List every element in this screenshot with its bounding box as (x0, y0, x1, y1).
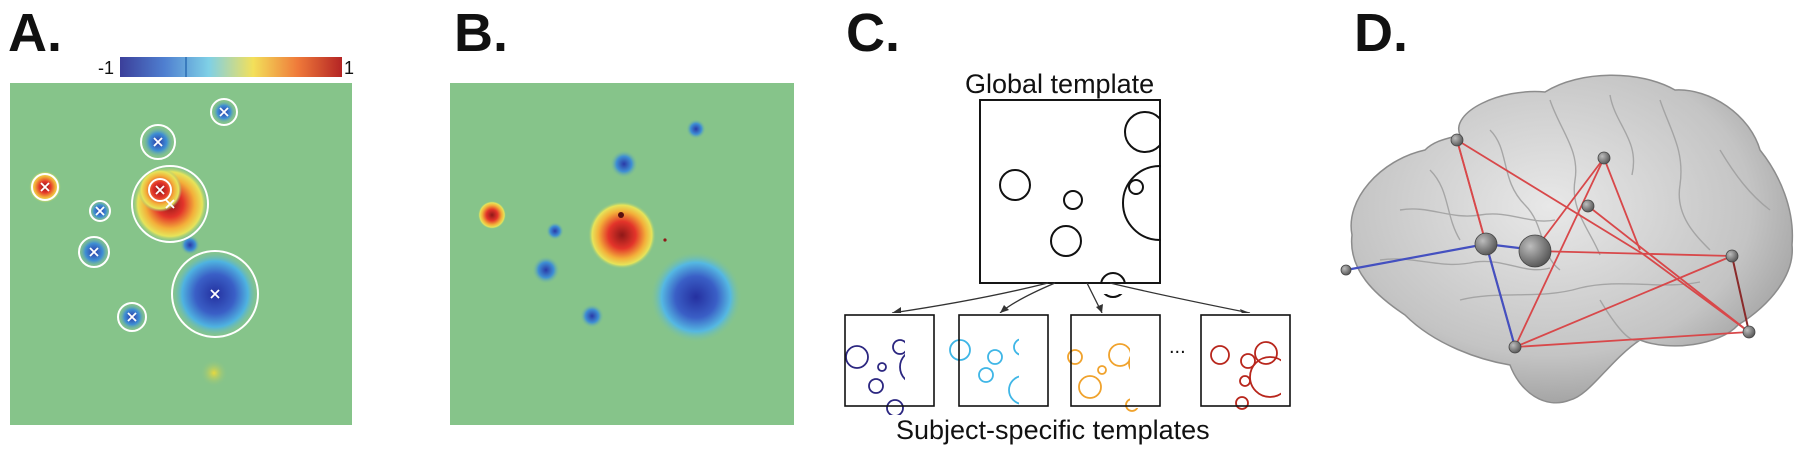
panel-d (1340, 0, 1800, 454)
panel-c-letter: C. (846, 3, 900, 63)
subject-templates-caption: Subject-specific templates (896, 415, 1210, 445)
colorbar-max-label: 1 (344, 58, 355, 78)
global-template-title: Global template (965, 69, 1155, 99)
panel-d-letter: D. (1354, 3, 1408, 63)
panel-b (450, 0, 810, 454)
panel-b-letter: B. (454, 3, 508, 63)
colorbar-min-label: -1 (98, 58, 115, 78)
panel-a-letter: A. (8, 3, 62, 63)
panel-c: Global template (830, 0, 1320, 454)
colorbar (120, 57, 342, 77)
activation-map-a (10, 83, 352, 425)
template-diagram (830, 95, 1320, 415)
activation-map-b (450, 83, 794, 425)
brain-network (1340, 74, 1794, 404)
ellipsis: ... (1169, 336, 1186, 358)
brain-outline (1350, 74, 1794, 404)
panel-a: -1 1 (0, 0, 420, 454)
subject-template-4 (1210, 341, 1291, 410)
